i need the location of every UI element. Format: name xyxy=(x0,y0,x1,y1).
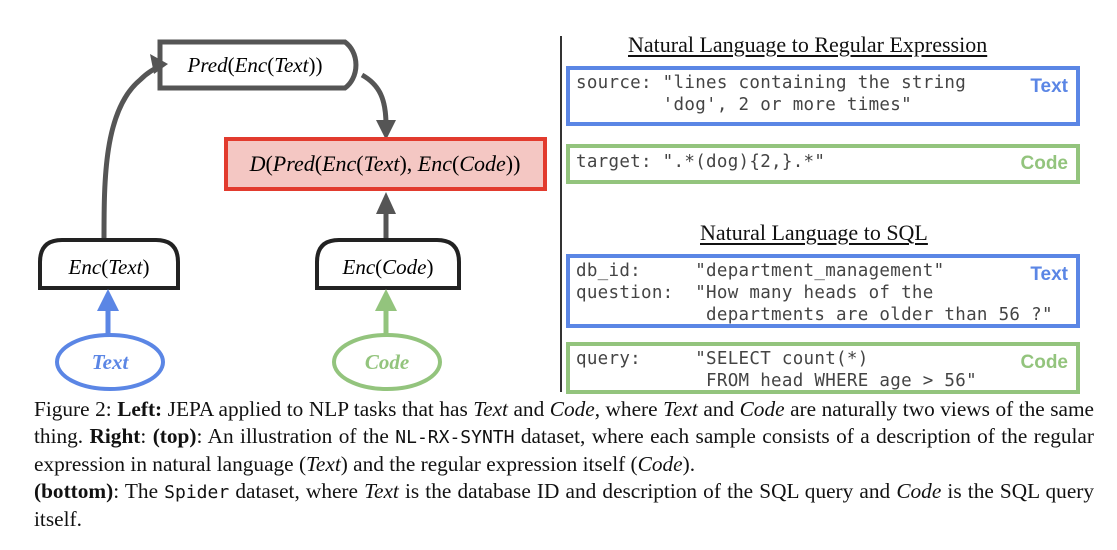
enc-code-node xyxy=(315,238,461,290)
caption-text: is the database ID and description of th… xyxy=(398,479,897,503)
caption-math-text: Text xyxy=(473,397,508,421)
caption-math-text: Text xyxy=(364,479,399,503)
divider xyxy=(560,36,562,392)
pred-node xyxy=(157,39,359,91)
sql-question-tag: Text xyxy=(1030,264,1068,285)
regex-source-code: source: "lines containing the string 'do… xyxy=(576,73,967,115)
caption-text: and xyxy=(697,397,740,421)
arrow-enc-text-to-pred xyxy=(101,63,163,241)
arrowhead-d-top xyxy=(376,120,396,140)
regex-target-tag: Code xyxy=(1020,153,1069,174)
caption-text: ) and the regular expression itself ( xyxy=(340,452,638,476)
sql-query-code: query: "SELECT count(*) FROM head WHERE … xyxy=(576,349,977,391)
arrowhead-pred xyxy=(150,54,168,74)
caption-prefix: Figure 2: xyxy=(34,397,118,421)
pred-label: Pred(Enc(Text)) xyxy=(187,53,323,77)
regex-target-code: target: ".*(dog){2,}.*" xyxy=(576,152,826,172)
arrowhead-enc-code xyxy=(375,289,397,311)
caption-text: , where xyxy=(594,397,664,421)
text-node-label: Text xyxy=(92,350,130,374)
figure: Pred(Enc(Text)) D(Pred(Enc(Text), Enc(Co… xyxy=(38,32,1080,394)
arrow-pred-to-d xyxy=(360,72,389,126)
caption-math-code: Code xyxy=(896,479,942,503)
jepa-diagram: Pred(Enc(Text)) D(Pred(Enc(Text), Enc(Co… xyxy=(38,39,547,391)
enc-text-label: Enc(Text) xyxy=(68,255,150,279)
d-label: D(Pred(Enc(Text), Enc(Code)) xyxy=(249,151,521,176)
d-node xyxy=(224,137,547,191)
caption-dataset-spider: Spider xyxy=(164,482,230,503)
sql-query-tag: Code xyxy=(1020,352,1069,373)
caption-left-label: Left: xyxy=(117,397,163,421)
caption-math-code: Code xyxy=(637,452,683,476)
enc-code-label: Enc(Code) xyxy=(342,255,434,279)
caption-dataset-nlrx: NL-RX-SYNTH xyxy=(395,427,515,448)
caption-text: JEPA applied to NLP tasks that has xyxy=(162,397,474,421)
enc-text-node xyxy=(38,238,180,290)
caption-text: dataset, where xyxy=(229,479,365,503)
code-node-label: Code xyxy=(365,350,409,374)
caption-math-code: Code xyxy=(739,397,785,421)
caption-text: are naturally two views of the same thin… xyxy=(34,397,1094,448)
caption-text: is the SQL query itself. xyxy=(34,479,1095,531)
caption-bottom-label: (bottom) xyxy=(34,479,114,503)
regex-target-box: target: ".*(dog){2,}.*" Code xyxy=(566,144,1080,184)
arrowhead-d-bottom xyxy=(376,192,396,214)
caption-right-label: Right xyxy=(89,424,141,448)
sql-query-box: query: "SELECT count(*) FROM head WHERE … xyxy=(566,342,1080,394)
arrowhead-enc-text xyxy=(97,289,119,311)
text-node xyxy=(55,333,165,391)
caption-text: ). xyxy=(682,452,696,476)
code-node xyxy=(332,333,442,391)
regex-source-box: source: "lines containing the string 'do… xyxy=(566,66,1080,126)
caption-text: : xyxy=(140,424,153,448)
caption-math-text: Text xyxy=(663,397,698,421)
sql-question-code: db_id: "department_management" question:… xyxy=(576,261,1053,325)
regex-panel-title: Natural Language to Regular Expression xyxy=(628,32,988,57)
caption-text: dataset, where each sample consists of a… xyxy=(34,424,1094,476)
caption-text: and xyxy=(507,397,550,421)
sql-question-box: db_id: "department_management" question:… xyxy=(566,254,1080,328)
sql-panel-title: Natural Language to SQL xyxy=(700,220,928,245)
regex-source-tag: Text xyxy=(1030,76,1068,97)
caption-text: : The xyxy=(113,479,165,503)
caption-text: : An illustration of the xyxy=(196,424,396,448)
caption-math-text: Text xyxy=(306,452,341,476)
caption-top-label: (top) xyxy=(152,424,197,448)
caption-math-code: Code xyxy=(549,397,595,421)
figure-caption: Figure 2: Left: JEPA applied to NLP task… xyxy=(34,396,1094,533)
